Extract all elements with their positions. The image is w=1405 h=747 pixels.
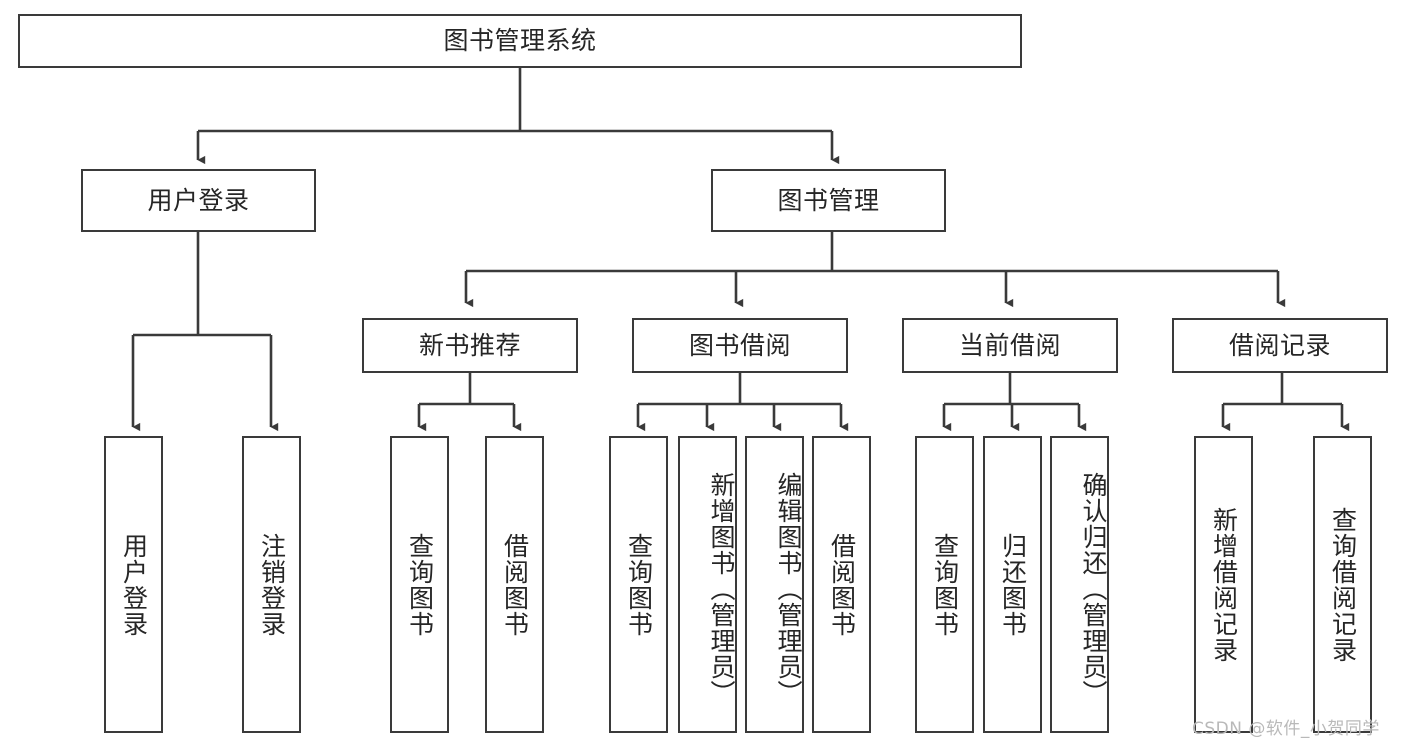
node-user-login[interactable]: 用户登录: [81, 169, 316, 232]
node-label: 图书管理系统: [443, 26, 597, 56]
leaf-borrow-record-add-record[interactable]: 新增借阅记录: [1194, 436, 1253, 733]
node-label: 借阅图书: [827, 532, 857, 637]
leaf-user-login-login[interactable]: 用户登录: [104, 436, 163, 733]
leaf-user-login-logout[interactable]: 注销登录: [242, 436, 301, 733]
leaf-book-borrow-add-book-admin[interactable]: 新增图书（管理员）: [678, 436, 737, 733]
node-label: 编辑图书（管理员）: [774, 471, 803, 706]
node-label: 新书推荐: [418, 330, 521, 360]
node-label: 新增借阅记录: [1209, 506, 1239, 663]
leaf-book-borrow-borrow-book[interactable]: 借阅图书: [812, 436, 871, 733]
node-new-book-recommend[interactable]: 新书推荐: [362, 318, 578, 373]
node-label: 借阅记录: [1228, 330, 1331, 360]
node-label: 确认归还（管理员）: [1079, 471, 1108, 706]
csdn-watermark: CSDN @软件_小贺同学: [1192, 719, 1380, 739]
node-current-borrow[interactable]: 当前借阅: [902, 318, 1118, 373]
node-label: 新增图书（管理员）: [707, 471, 736, 706]
node-label: 查询图书: [405, 532, 435, 637]
node-book-management[interactable]: 图书管理: [711, 169, 946, 232]
node-label: 用户登录: [147, 185, 250, 215]
node-borrow-record[interactable]: 借阅记录: [1172, 318, 1388, 373]
leaf-book-borrow-query-book[interactable]: 查询图书: [609, 436, 668, 733]
node-label: 注销登录: [257, 532, 287, 637]
node-label: 查询借阅记录: [1328, 506, 1358, 663]
leaf-borrow-record-query-record[interactable]: 查询借阅记录: [1313, 436, 1372, 733]
node-label: 借阅图书: [500, 532, 530, 637]
leaf-new-book-query-book[interactable]: 查询图书: [390, 436, 449, 733]
node-book-borrow[interactable]: 图书借阅: [632, 318, 848, 373]
leaf-current-borrow-return-book[interactable]: 归还图书: [983, 436, 1042, 733]
node-label: 查询图书: [930, 532, 960, 637]
node-label: 用户登录: [119, 532, 149, 637]
node-label: 当前借阅: [958, 330, 1061, 360]
leaf-current-borrow-confirm-return-admin[interactable]: 确认归还（管理员）: [1050, 436, 1109, 733]
node-root-book-management-system[interactable]: 图书管理系统: [18, 14, 1022, 68]
node-label: 图书管理: [777, 185, 880, 215]
node-label: 归还图书: [998, 532, 1028, 637]
leaf-current-borrow-query-book[interactable]: 查询图书: [915, 436, 974, 733]
node-label: 查询图书: [624, 532, 654, 637]
leaf-book-borrow-edit-book-admin[interactable]: 编辑图书（管理员）: [745, 436, 804, 733]
node-label: 图书借阅: [688, 330, 791, 360]
leaf-new-book-borrow-book[interactable]: 借阅图书: [485, 436, 544, 733]
